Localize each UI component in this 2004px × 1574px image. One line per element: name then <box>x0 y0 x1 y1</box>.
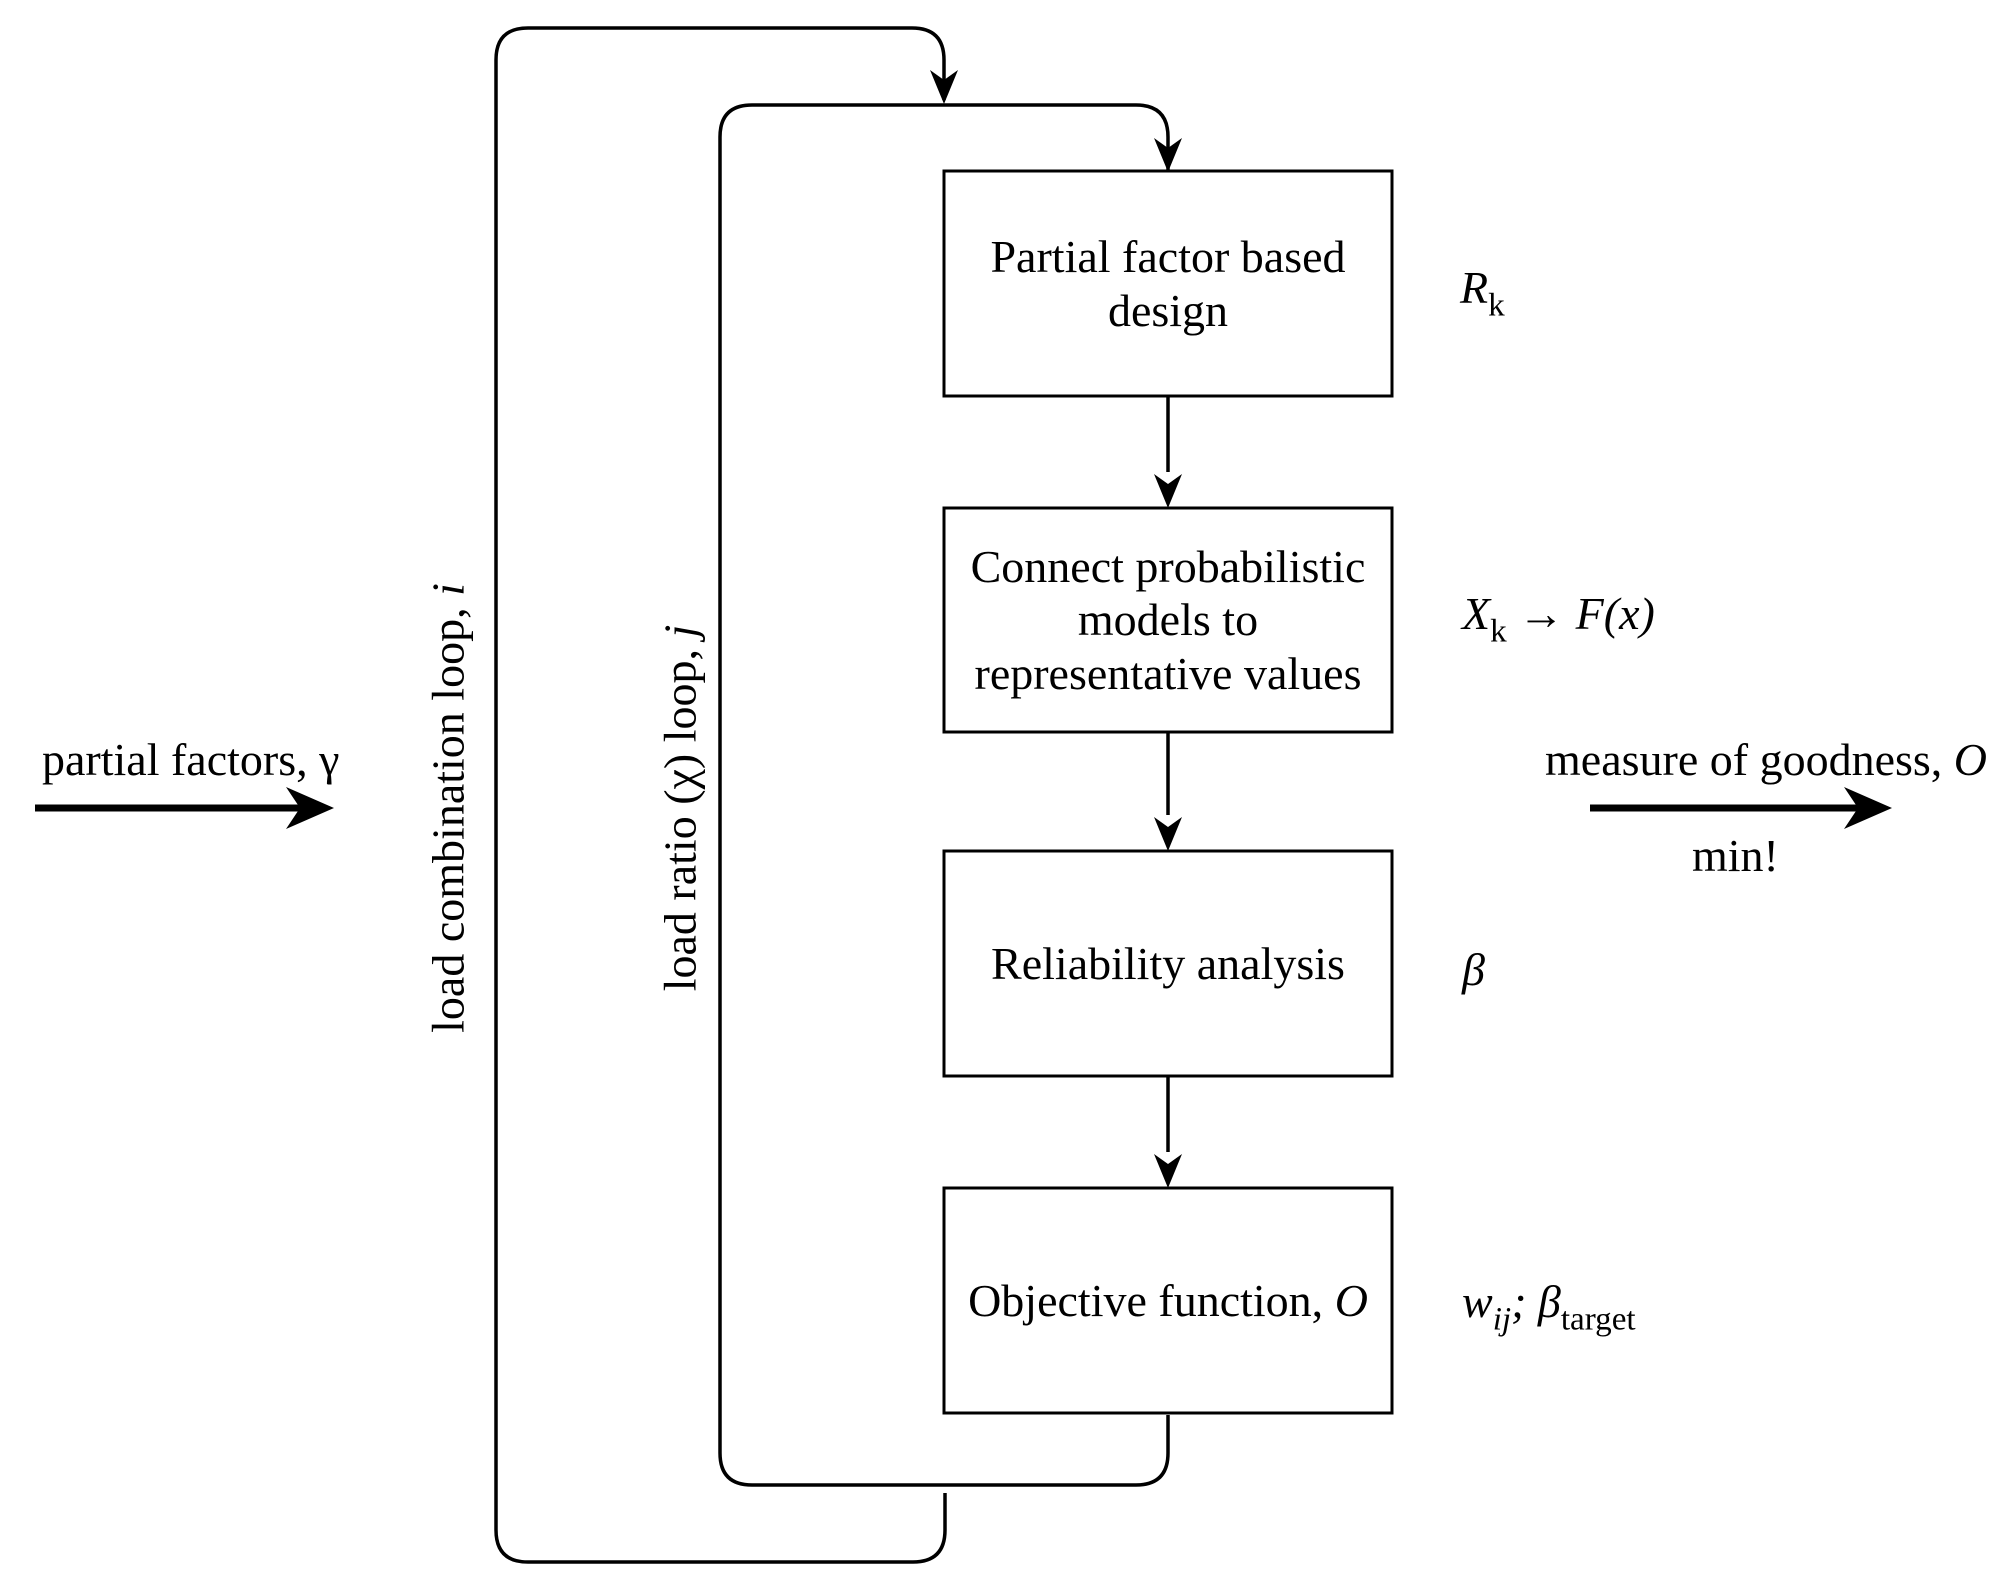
step-partial-factor-design: Partial factor based design <box>944 171 1392 396</box>
input-label-text: partial factors, γ <box>42 734 340 785</box>
step-3-line-1: Reliability analysis <box>991 937 1345 989</box>
output-label-symbol: O <box>1953 734 1988 785</box>
outer-loop-index: i <box>422 583 474 596</box>
step-1-line-1: Partial factor based <box>990 231 1346 283</box>
connector-2-3-head <box>1154 817 1182 851</box>
box-frame-2 <box>942 506 1394 734</box>
step-2-line-1: Connect probabilistic <box>970 540 1366 592</box>
step-objective-function: Objective function, O <box>944 1188 1392 1413</box>
annotation-weights: wij; βtarget <box>1462 1276 1636 1338</box>
annotation-sep: ; <box>1511 1276 1527 1327</box>
outer-loop-label: load combination loop, i <box>422 583 475 1033</box>
inner-loop-label: load ratio (χ) loop, j <box>654 625 707 992</box>
connector-3-4-head <box>1154 1154 1182 1188</box>
step-connect-models: Connect probabilistic models to represen… <box>944 508 1392 732</box>
output-label: measure of goodness, O <box>1545 734 1987 786</box>
box-frame-4 <box>942 1186 1394 1415</box>
inner-loop-line <box>718 103 1170 1487</box>
step-1-line-2: design <box>1107 284 1229 336</box>
step-reliability-analysis: Reliability analysis <box>944 851 1392 1076</box>
annotation-rk-main: R <box>1460 262 1489 313</box>
output-arrow-head <box>1844 787 1892 829</box>
annotation-beta-target: β <box>1537 1276 1561 1327</box>
input-arrow-head <box>286 787 334 829</box>
annotation-beta-target-sub: target <box>1560 1300 1636 1338</box>
inner-loop-label-text: load ratio (χ) loop, <box>654 648 706 992</box>
annotation-w-sub: ij <box>1492 1300 1512 1338</box>
annotation-rk-sub: k <box>1488 286 1505 324</box>
annotation-beta-symbol: β <box>1462 944 1485 995</box>
connector-1-2-head <box>1154 474 1182 508</box>
step-2-line-3: representative values <box>974 647 1362 699</box>
annotation-w: w <box>1462 1276 1493 1327</box>
box-frame-1 <box>942 169 1394 398</box>
annotation-xk-main: X <box>1462 588 1491 639</box>
output-note-text: min! <box>1692 830 1779 881</box>
annotation-beta: β <box>1462 944 1485 996</box>
step-4-text: Objective function, <box>968 1274 1324 1326</box>
box-frame-3 <box>942 849 1394 1078</box>
annotation-xk-sub: k <box>1490 612 1507 650</box>
inner-loop-index: j <box>654 624 706 638</box>
step-2-line-2: models to <box>1077 594 1259 646</box>
outer-loop-label-text: load combination loop, <box>422 607 474 1033</box>
step-4-symbol: O <box>1334 1274 1368 1326</box>
outer-loop-arrowhead <box>930 70 958 104</box>
inner-loop-arrowhead <box>1154 138 1182 172</box>
input-label: partial factors, γ <box>42 734 339 786</box>
annotation-xk-func: F(x) <box>1575 588 1655 639</box>
annotation-xk-arrow: → <box>1518 588 1565 639</box>
annotation-rk: Rk <box>1460 262 1505 324</box>
outer-loop-line <box>494 26 947 1564</box>
annotation-xk: Xk → F(x) <box>1462 588 1655 650</box>
output-note: min! <box>1692 830 1779 882</box>
output-label-text: measure of goodness, <box>1545 734 1943 785</box>
